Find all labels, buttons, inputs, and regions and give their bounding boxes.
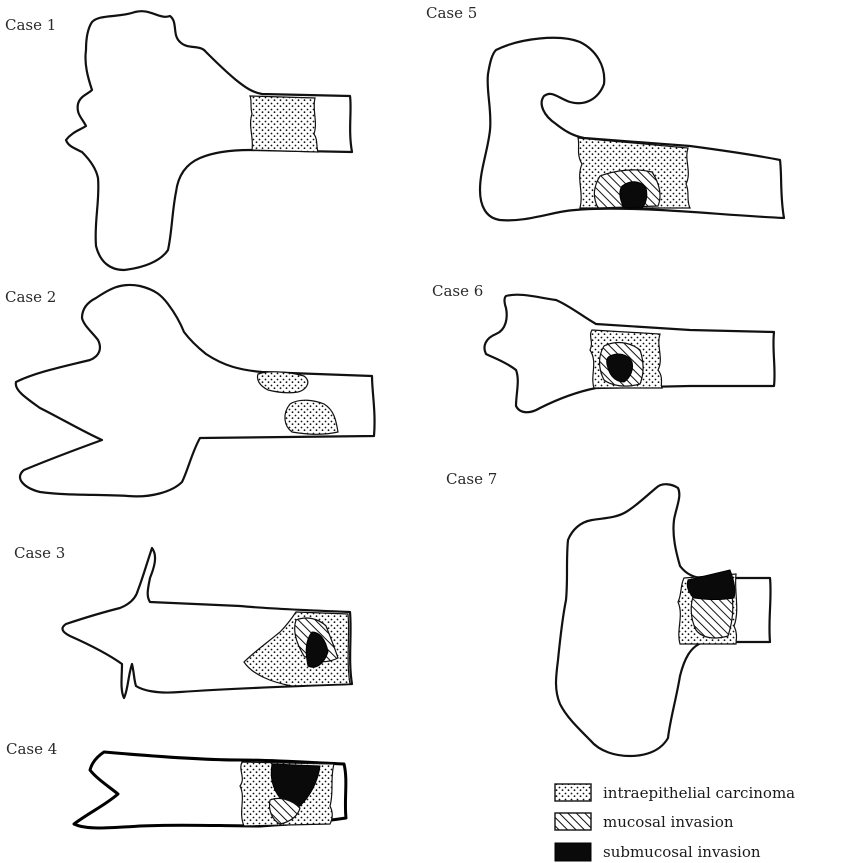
case-7-submucosal-invasion-area: [687, 570, 735, 600]
legend-label-mucosal: mucosal invasion: [603, 813, 734, 831]
legend-item-intraepithelial: intraepithelial carcinoma: [555, 784, 795, 802]
case-7-specimen-outline: [556, 484, 771, 756]
case-7: Case 7: [446, 470, 771, 756]
case-5-label: Case 5: [426, 4, 477, 22]
case-5: Case 5: [426, 4, 784, 220]
legend: intraepithelial carcinoma mucosal invasi…: [555, 784, 795, 861]
case-7-label: Case 7: [446, 470, 497, 488]
case-1: Case 1: [5, 11, 352, 270]
legend-item-mucosal: mucosal invasion: [555, 813, 734, 831]
case-3: Case 3: [14, 544, 352, 698]
legend-swatch-hatch: [555, 813, 591, 830]
case-2-specimen-outline: [16, 285, 375, 496]
legend-item-submucosal: submucosal invasion: [555, 843, 761, 861]
legend-swatch-dots: [555, 784, 591, 801]
case-4: Case 4: [6, 740, 346, 828]
legend-label-submucosal: submucosal invasion: [603, 843, 761, 861]
case-6-label: Case 6: [432, 282, 483, 300]
legend-label-intraepithelial: intraepithelial carcinoma: [603, 784, 795, 802]
case-5-submucosal-invasion-area: [620, 182, 647, 208]
case-3-label: Case 3: [14, 544, 65, 562]
case-4-label: Case 4: [6, 740, 57, 758]
case-1-intraepithelial-area: [250, 96, 318, 152]
case-2-label: Case 2: [5, 288, 56, 306]
case-2: Case 2: [5, 285, 375, 496]
case-1-label: Case 1: [5, 16, 56, 34]
legend-swatch-solid: [555, 843, 591, 861]
case-6: Case 6: [432, 282, 775, 412]
